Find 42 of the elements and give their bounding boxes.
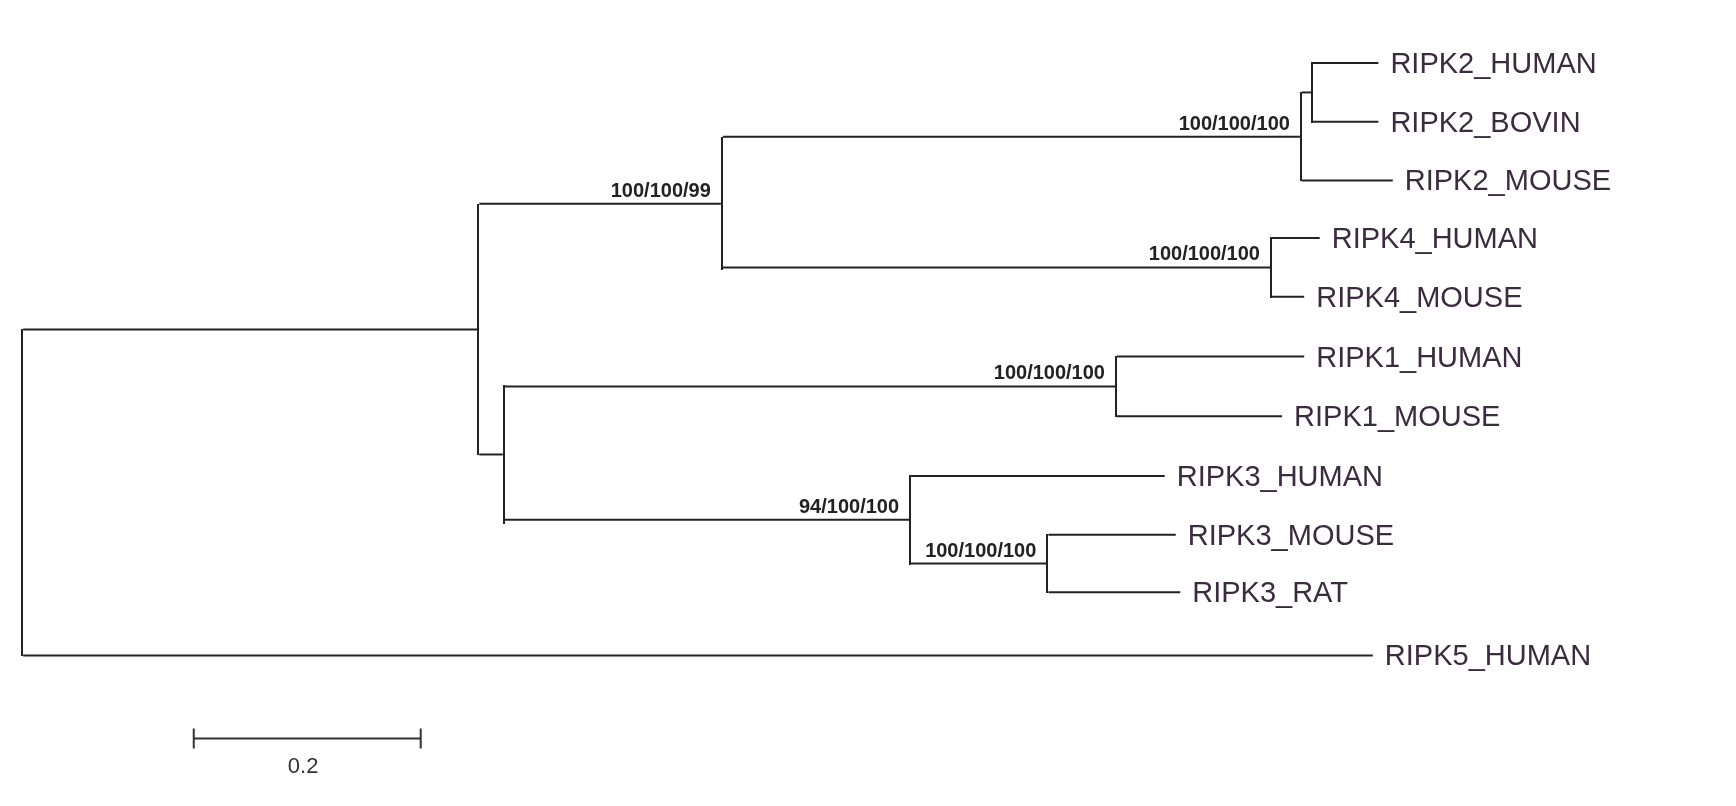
taxon-label: RIPK4_HUMAN [1319, 222, 1538, 255]
taxon-label: RIPK1_HUMAN [1304, 340, 1523, 373]
branch-node-line [502, 385, 505, 524]
tree-branch [478, 453, 504, 456]
branch-node-line [1310, 62, 1313, 123]
branch-node-line [477, 203, 480, 455]
tree-branch [478, 202, 722, 205]
tree-branch [721, 266, 1271, 269]
tree-branch [1047, 533, 1177, 536]
taxon-label: RIPK2_BOVIN [1378, 105, 1581, 138]
tree-branch [910, 475, 1166, 478]
taxon-label: RIPK2_MOUSE [1392, 164, 1612, 197]
taxon-label: RIPK3_HUMAN [1164, 460, 1383, 493]
tree-branch [1116, 415, 1284, 418]
branch-node-line [1115, 355, 1117, 418]
branch-node-line [909, 475, 912, 565]
tree-branch [22, 654, 1374, 657]
taxon-label: RIPK3_MOUSE [1175, 518, 1395, 551]
tree-branch [1116, 355, 1306, 358]
branch-node-line [1270, 237, 1272, 298]
tree-branch [1300, 179, 1394, 182]
tree-branch [1311, 120, 1380, 123]
taxon-label: RIPK1_MOUSE [1282, 400, 1501, 433]
branch-node-line [1046, 533, 1049, 594]
taxon-label: RIPK4_MOUSE [1304, 280, 1523, 313]
tree-branch [1300, 91, 1312, 94]
tree-branch [1311, 62, 1380, 65]
tree-branch [1271, 237, 1321, 240]
scale-value: 0.2 [287, 752, 319, 779]
tree-branch [503, 385, 1116, 388]
branch-node-line [720, 137, 723, 271]
tree-branch [1271, 295, 1306, 298]
taxon-label: RIPK3_RAT [1180, 576, 1348, 609]
branch-node-line [21, 328, 24, 657]
taxon-label: RIPK2_HUMAN [1378, 47, 1597, 80]
tree-branch [22, 328, 479, 331]
branch-node-line [1299, 92, 1302, 182]
tree-branch [721, 135, 1301, 138]
tree-branch [910, 562, 1048, 565]
tree-branch [503, 518, 911, 521]
tree-branch [1047, 591, 1182, 594]
taxon-label: RIPK5_HUMAN [1372, 639, 1592, 672]
